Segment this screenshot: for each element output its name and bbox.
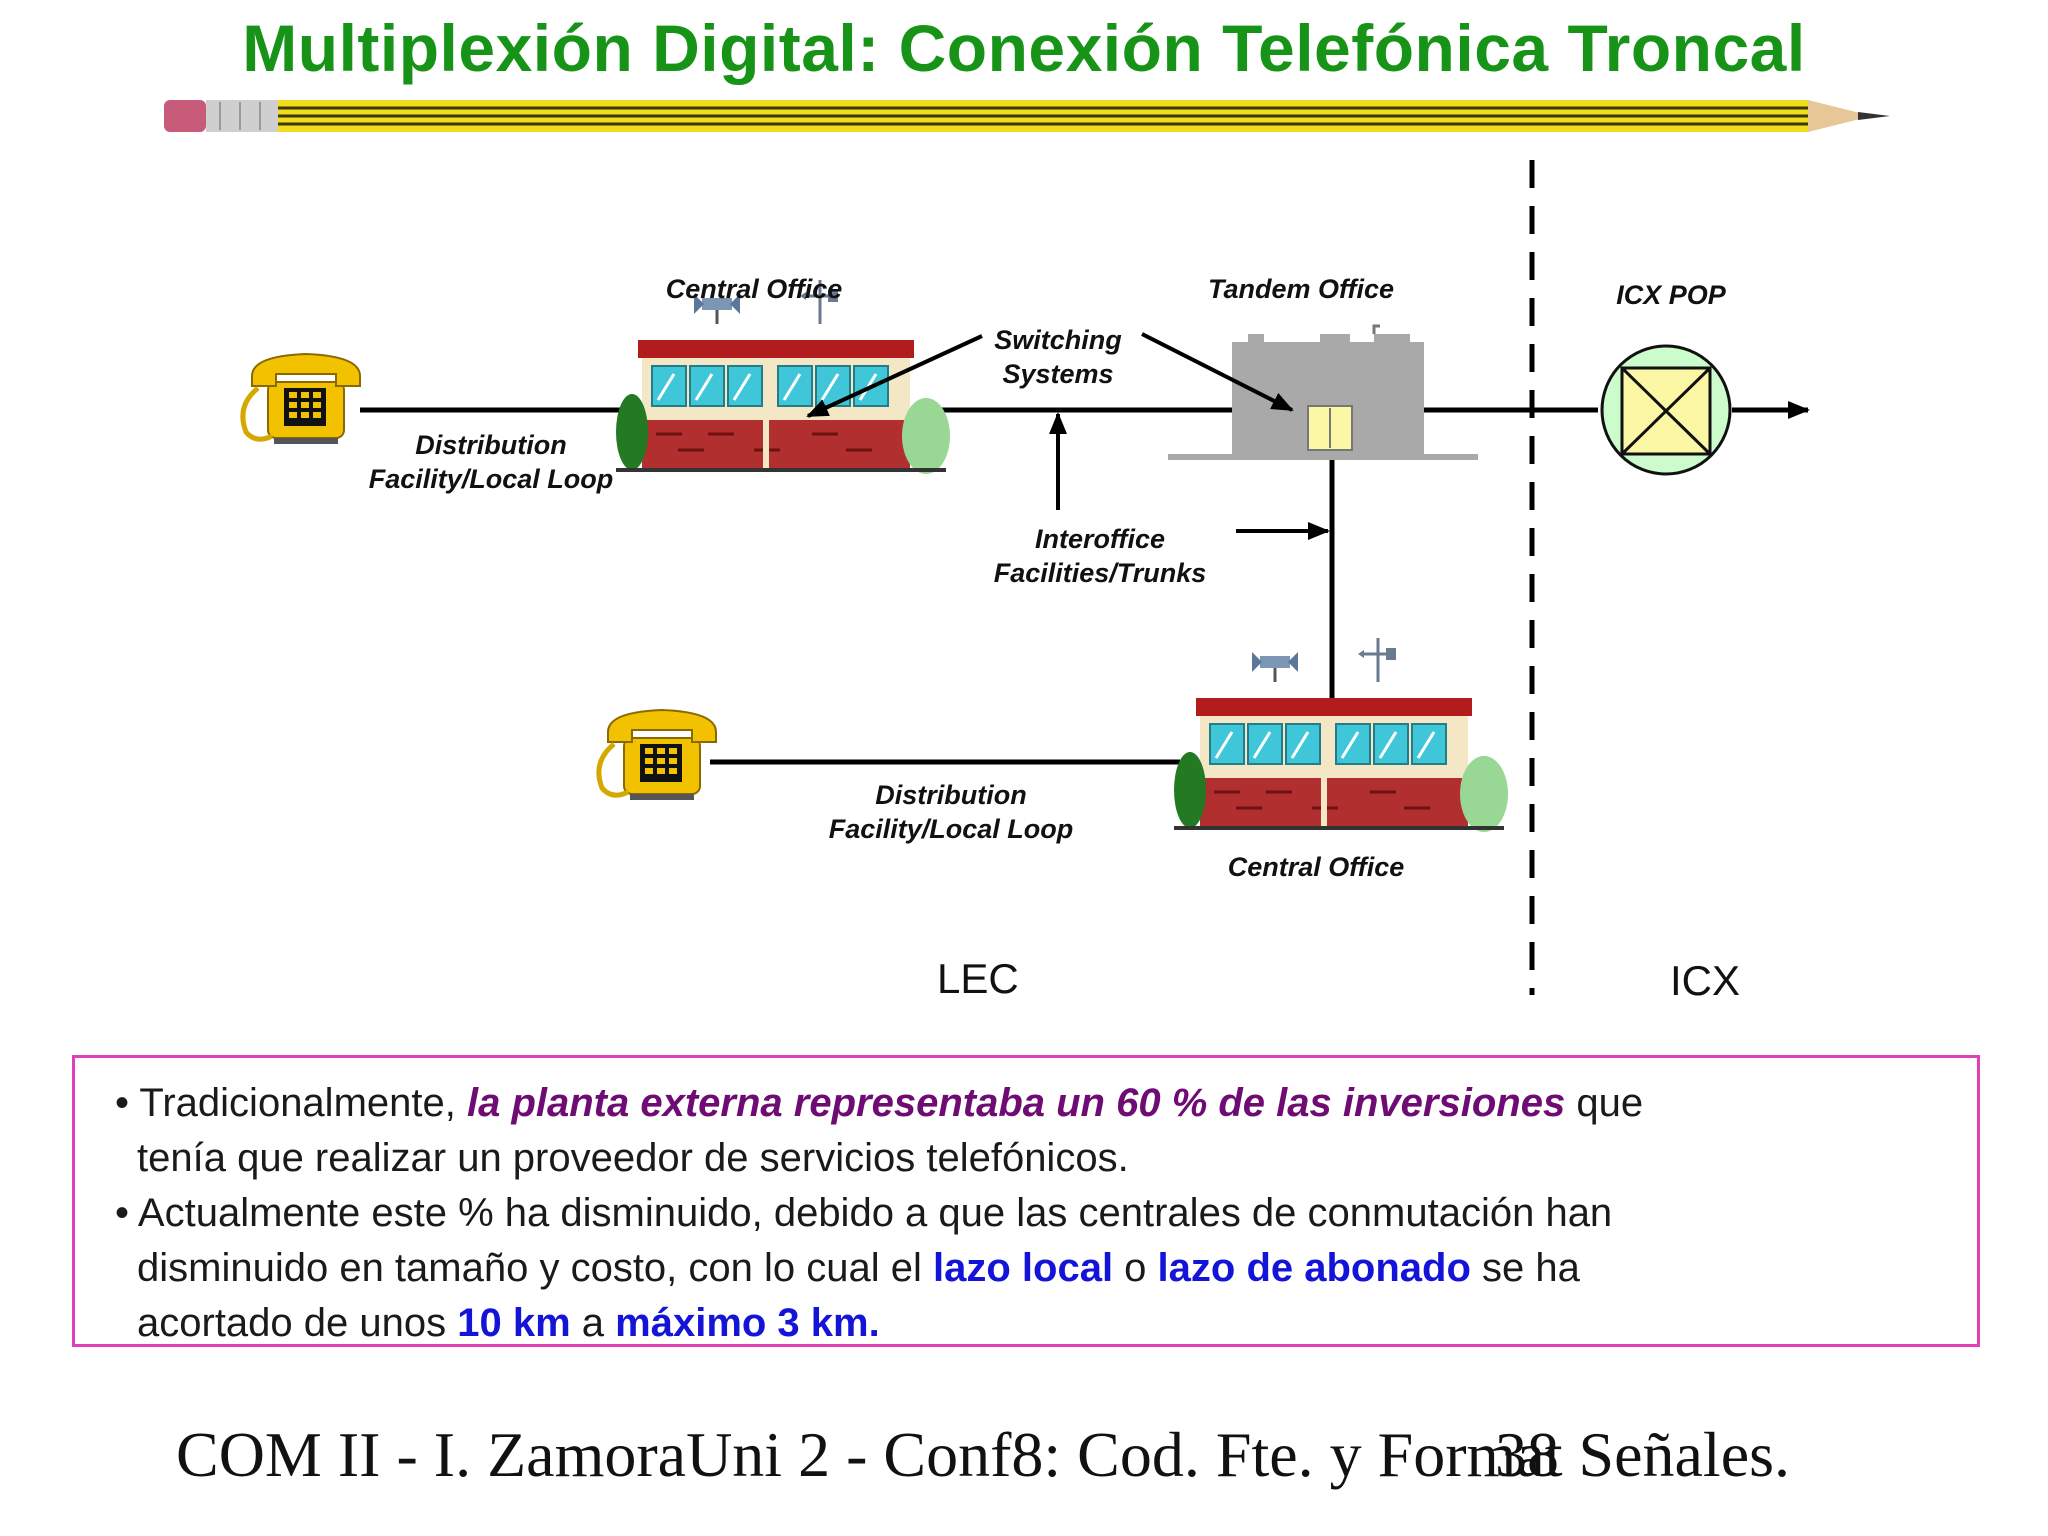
bullet-1-emphasis: la planta externa representaba un 60 % d… <box>466 1081 1566 1125</box>
page-number: 38 <box>1495 1419 1559 1490</box>
distance-max-3km: máximo 3 km. <box>615 1301 880 1345</box>
central-office-building-bottom <box>1174 638 1508 832</box>
slide-footer: COM II - I. ZamoraUni 2 - Conf8: Cod. Ft… <box>0 1418 2048 1498</box>
central-office-bottom-label: Central Office <box>1227 852 1405 882</box>
bullet-1-pre: Tradicionalmente, <box>139 1081 467 1125</box>
bullet-2-line2-pre: disminuido en tamaño y costo, con lo cua… <box>137 1246 933 1290</box>
distribution-label-top-line2: Facility/Local Loop <box>368 464 614 494</box>
preposition-a: a <box>570 1301 616 1345</box>
bullet-2-line3: acortado de unos 10 km a máximo 3 km. <box>115 1296 1957 1351</box>
interoffice-label-line2: Facilities/Trunks <box>993 558 1207 588</box>
bullet-2-line1: Actualmente este % ha disminuido, debido… <box>137 1191 1613 1235</box>
lazo-local-term: lazo local <box>933 1246 1114 1290</box>
tandem-office-building <box>1168 324 1478 460</box>
central-office-building-top <box>616 280 950 474</box>
distance-10km: 10 km <box>457 1301 571 1345</box>
switching-systems-label-line2: Systems <box>1002 359 1114 389</box>
tandem-office-label: Tandem Office <box>1207 274 1395 304</box>
lazo-abonado-term: lazo de abonado <box>1157 1246 1471 1290</box>
icx-label: ICX <box>1670 957 1741 1004</box>
notes-box: • Tradicionalmente, la planta externa re… <box>72 1055 1980 1347</box>
telephone-icon <box>243 354 360 444</box>
telephone-icon <box>599 710 716 800</box>
lec-label: LEC <box>937 955 1019 1002</box>
central-office-top-label: Central Office <box>665 274 843 304</box>
bullet-2-line2-post: se ha <box>1470 1246 1580 1290</box>
icx-pop-icon <box>1600 344 1732 476</box>
bullet-2: • Actualmente este % ha disminuido, debi… <box>115 1191 1613 1235</box>
footer-text: COM II - I. ZamoraUni 2 - Conf8: Cod. Ft… <box>176 1419 1790 1490</box>
bullet-1-line2: tenía que realizar un proveedor de servi… <box>137 1136 1129 1180</box>
icx-pop-label: ICX POP <box>1616 280 1726 310</box>
bullet-2-line2: disminuido en tamaño y costo, con lo cua… <box>115 1241 1957 1296</box>
interoffice-label-line1: Interoffice <box>1034 524 1166 554</box>
conjunction-o: o <box>1113 1246 1158 1290</box>
bullet-2-line3-pre: acortado de unos <box>137 1301 458 1345</box>
distribution-label-bottom-line2: Facility/Local Loop <box>828 814 1074 844</box>
slide-title: Multiplexión Digital: Conexión Telefónic… <box>242 11 1806 85</box>
bullet-1: • Tradicionalmente, la planta externa re… <box>115 1081 1644 1125</box>
distribution-label-top-line1: Distribution <box>415 430 567 460</box>
network-diagram <box>0 160 1810 995</box>
switching-systems-label-line1: Switching <box>994 325 1122 355</box>
pencil-divider <box>164 100 1890 132</box>
distribution-label-bottom-line1: Distribution <box>875 780 1027 810</box>
bullet-1-post: que <box>1565 1081 1644 1125</box>
